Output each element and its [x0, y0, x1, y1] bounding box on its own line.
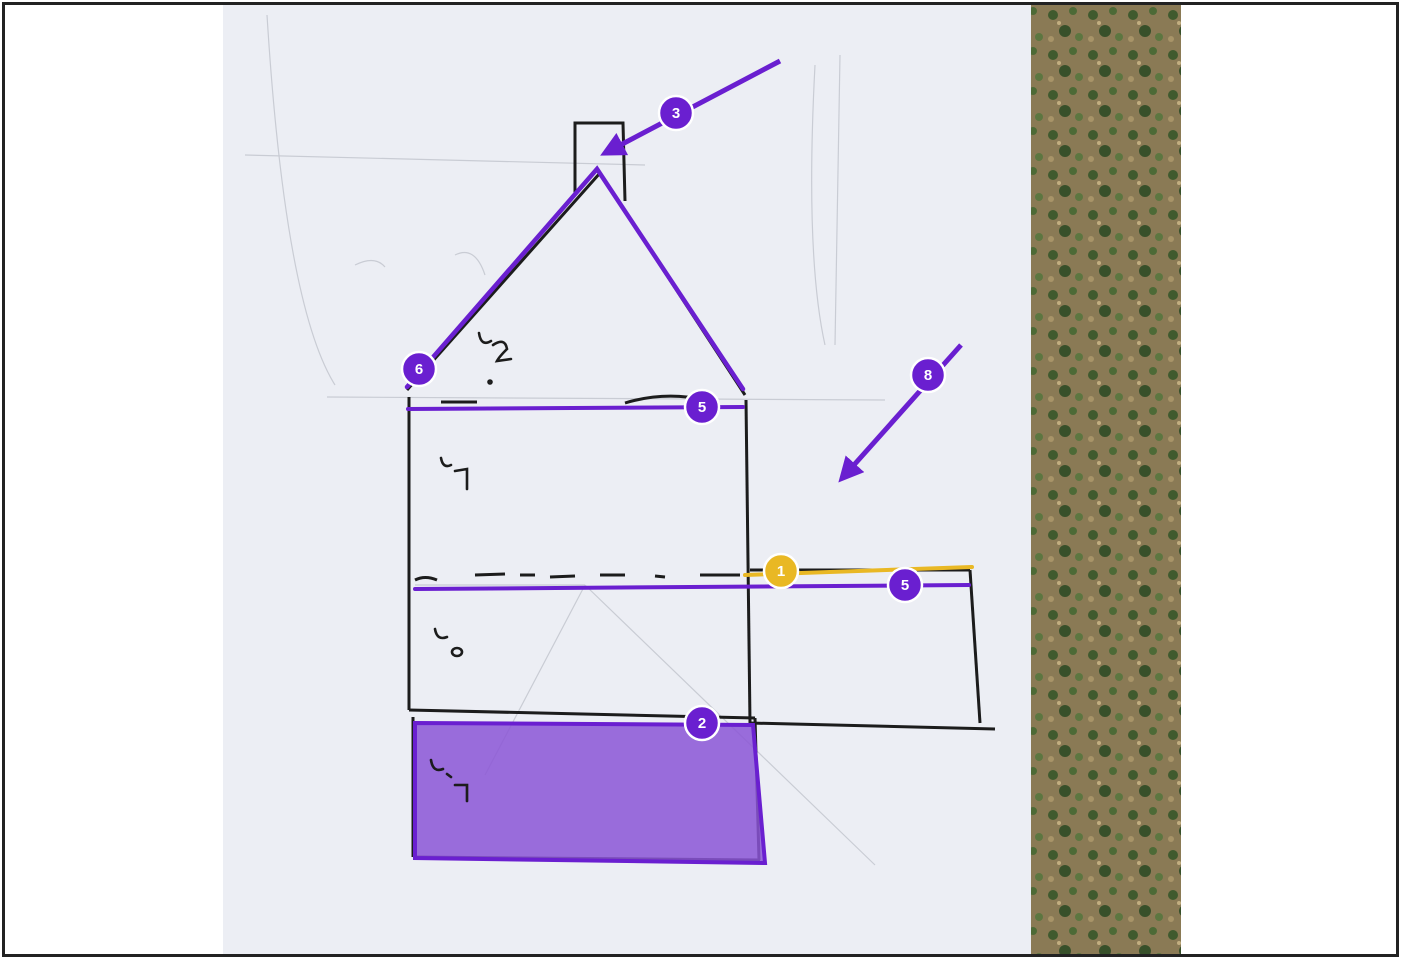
- svg-text:3: 3: [672, 105, 680, 122]
- mark-u7-7: [453, 467, 469, 491]
- highlighted-bottom-floor: [413, 720, 768, 866]
- callout-1: 1: [762, 552, 800, 590]
- callout-5b: 5: [886, 566, 924, 604]
- callout-2: 2: [683, 704, 721, 742]
- middle-floor-line: [413, 583, 971, 591]
- mark-u7-u: [439, 456, 453, 468]
- svg-text:1: 1: [777, 563, 785, 580]
- handwritten-marks-on-highlight: [429, 758, 469, 803]
- chimney-sketch: [573, 121, 627, 202]
- pencil-dot: [487, 379, 493, 385]
- callout-5a: 5: [683, 388, 721, 426]
- svg-text:6: 6: [415, 361, 423, 378]
- dashed-floor-line: [414, 572, 740, 582]
- svg-text:5: 5: [901, 577, 909, 594]
- arrow-to-chimney: [600, 58, 782, 156]
- mark-u0-u: [433, 627, 449, 640]
- svg-text:5: 5: [698, 399, 706, 416]
- foliage-background: [1023, 5, 1181, 954]
- mark-u2-2: [491, 340, 513, 363]
- svg-text:2: 2: [698, 715, 706, 732]
- callout-3: 3: [657, 94, 695, 132]
- svg-text:8: 8: [924, 367, 932, 384]
- callout-8: 8: [909, 356, 947, 394]
- callout-6: 6: [400, 350, 438, 388]
- roof-annotation-lines: [404, 165, 746, 392]
- mark-u2-u: [477, 331, 493, 345]
- mark-u0-0: [450, 646, 464, 658]
- annotated-sketch-photo: 1 2 3 5 5 6 8: [223, 5, 1181, 954]
